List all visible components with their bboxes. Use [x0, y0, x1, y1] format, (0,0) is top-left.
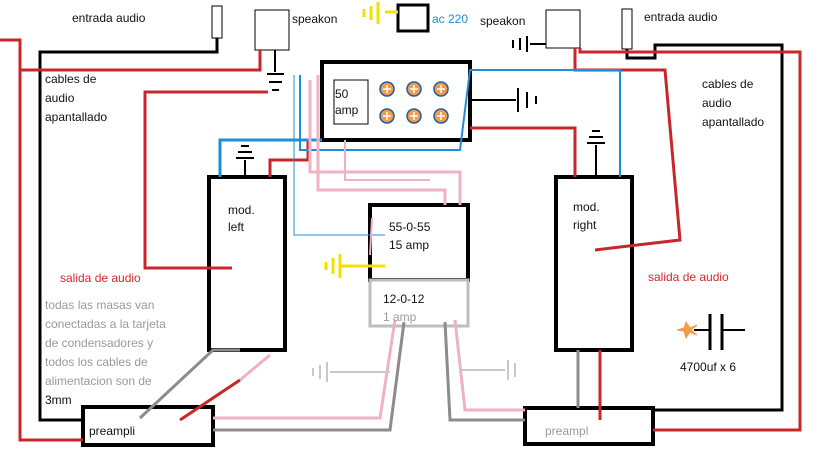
red-cable-left: [143, 90, 268, 270]
speakon-left-box: [254, 9, 290, 51]
ac-box: [396, 3, 430, 33]
pink-trafo-2: [308, 80, 462, 205]
pink-small-left: [213, 319, 397, 420]
pink-trafo-1: [316, 75, 447, 205]
speakon-right-label: speakon: [480, 14, 526, 28]
pink-trafo-3: [344, 140, 430, 181]
red-mod-left: [268, 140, 310, 177]
red-mod-right: [470, 126, 577, 177]
salida-left-label: salida de audio: [60, 271, 141, 285]
mod-right-box: [554, 175, 634, 352]
mod-left-box: [207, 175, 287, 352]
transformer-small: [368, 278, 470, 328]
wire-entrada-left: [38, 38, 219, 422]
trafo-main-label: 55-0-55 15 amp: [389, 220, 431, 252]
trafo-small-current-label: 1 amp: [383, 310, 417, 324]
caps-label: 4700uf x 6: [680, 360, 737, 374]
cables-left-label: cables de audio apantallado: [45, 72, 108, 124]
preampli-right-label: preampl: [545, 424, 589, 438]
pink-small-right: [453, 319, 525, 412]
note-label: todas las masas van conectadas a la tarj…: [45, 298, 166, 407]
bridge-label: 50 amp: [335, 87, 359, 117]
capacitor-symbol: [676, 314, 745, 350]
gray-small-left: [213, 321, 406, 432]
preampli-left-label: preampli: [89, 424, 136, 438]
cables-right-label: cables de audio apantallado: [702, 77, 765, 129]
speakon-left-label: speakon: [292, 12, 338, 26]
red-right-out: [578, 48, 802, 432]
entrada-left-jack: [211, 5, 223, 39]
gray-preampli-left: [138, 348, 240, 420]
bridge-rectifier: [333, 79, 369, 125]
entrada-left-label: entrada audio: [72, 11, 146, 25]
blue-mod-right: [299, 69, 621, 177]
trafo-small-label: 12-0-12: [383, 292, 425, 306]
ac-label: ac 220: [432, 12, 469, 26]
gray-small-right: [443, 321, 525, 422]
red-preampli-left-link: [179, 378, 241, 422]
mod-right-label: mod. right: [573, 200, 600, 232]
salida-right-label: salida de audio: [648, 270, 729, 284]
speakon-right-box: [545, 9, 581, 49]
wire-entrada-right: [625, 43, 784, 412]
entrada-right-jack: [621, 8, 633, 50]
entrada-right-label: entrada audio: [644, 10, 718, 24]
blue-trafo: [293, 75, 385, 236]
mod-left-label: mod. left: [228, 203, 255, 234]
blue-mod-left: [218, 138, 322, 177]
preampli-right-box: [523, 406, 655, 446]
